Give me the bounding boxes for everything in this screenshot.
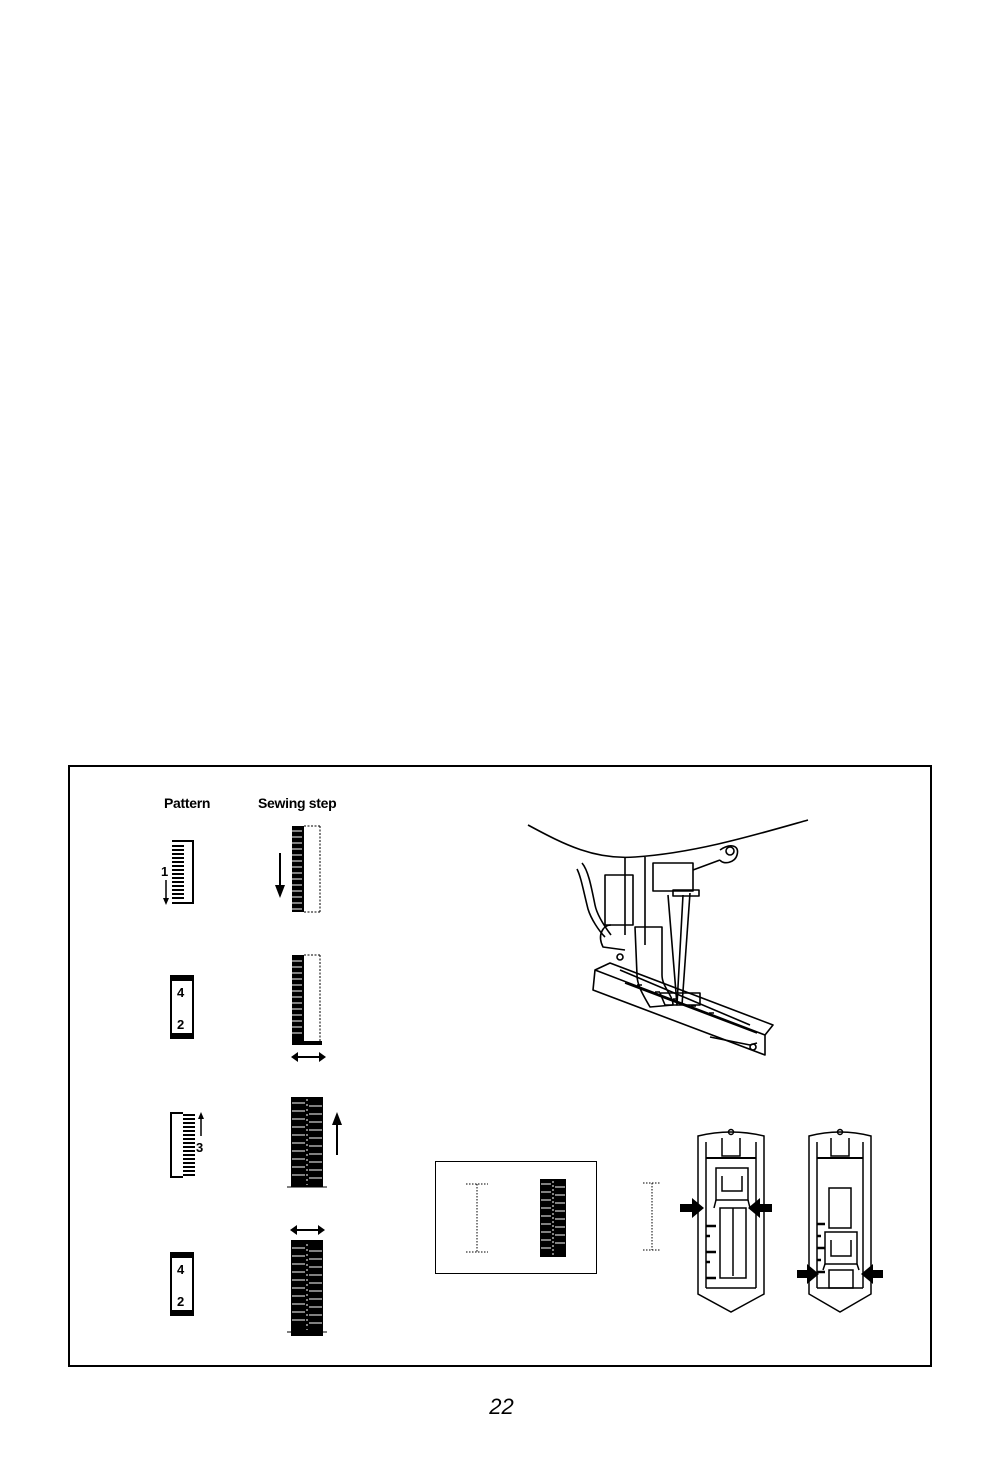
step-number-2: 2 (177, 1017, 184, 1032)
foot-position-start-illustration (676, 1126, 776, 1320)
step-number-4b: 4 (177, 1262, 185, 1277)
up-arrow-icon (332, 1112, 342, 1125)
buttonhole-foot-illustration (525, 815, 815, 1065)
length-marker (640, 1180, 664, 1255)
step-number-2b: 2 (177, 1294, 184, 1309)
down-arrow-icon (275, 885, 285, 898)
pattern-step-2-icon: 4 2 (170, 975, 194, 1039)
page-number: 22 (489, 1394, 514, 1419)
sewing-step-3-illustration (285, 1095, 355, 1195)
comparison-box (435, 1161, 597, 1274)
sewing-step-4-illustration (285, 1220, 335, 1340)
step-number-3: 3 (196, 1140, 203, 1155)
step-number-4: 4 (177, 985, 185, 1000)
step-number-1: 1 (161, 864, 168, 879)
sewing-step-2-illustration (286, 953, 336, 1065)
right-arrow-icon (680, 1198, 704, 1218)
pattern-step-4-icon: 4 2 (170, 1252, 194, 1316)
sewing-step-column-header: Sewing step (258, 795, 337, 811)
illustration-frame (68, 765, 932, 1367)
pattern-column-header: Pattern (164, 795, 211, 811)
left-arrow-icon (748, 1198, 772, 1218)
sewing-step-1-illustration (270, 823, 330, 915)
pattern-step-1-icon: 1 (160, 838, 200, 908)
pattern-step-3-icon: 3 (168, 1110, 210, 1182)
foot-position-end-illustration (795, 1126, 895, 1320)
